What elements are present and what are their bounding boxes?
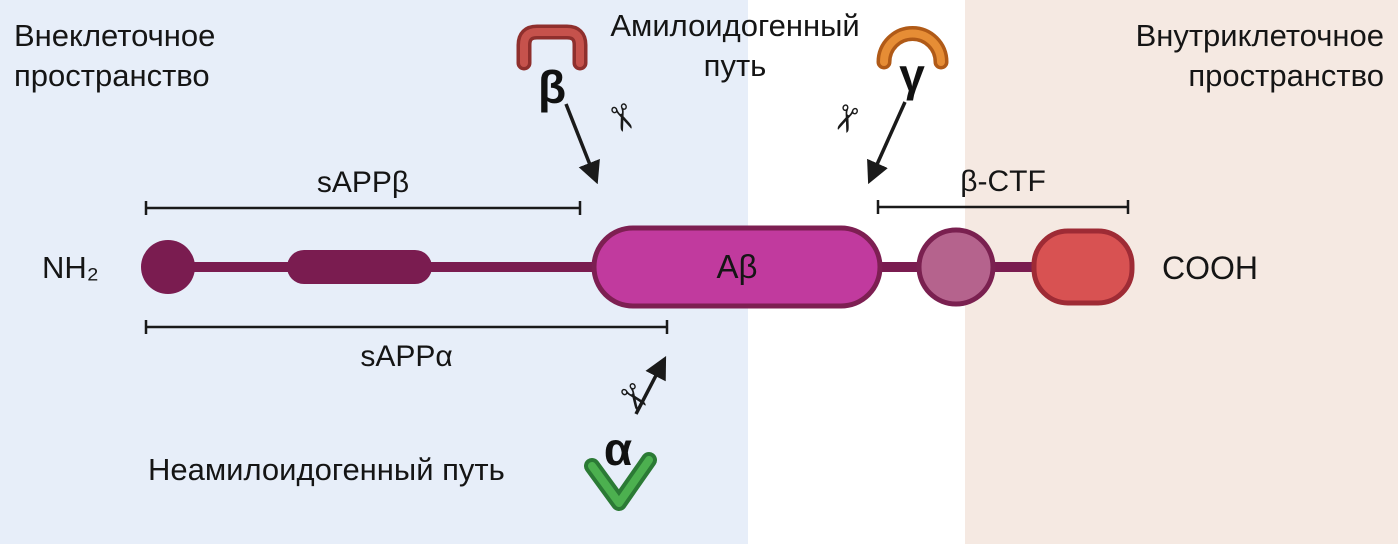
c-terminus-label: COOH: [1162, 250, 1258, 286]
kpi-domain: [287, 250, 432, 284]
sapp-beta-bracket: [144, 201, 582, 215]
sapp-alpha-bracket: [144, 320, 669, 334]
sapp-alpha-label: sAPPα: [360, 340, 453, 373]
beta-secretase-label: β: [537, 61, 567, 113]
abeta-domain: [591, 225, 883, 309]
beta-ctf-label: β-CTF: [960, 165, 1046, 198]
n-terminal-domain: [141, 240, 195, 294]
alpha-cleavage-arrow: [634, 355, 667, 415]
extracellular-label: Внеклеточное пространство: [14, 18, 216, 93]
beta-ctf-bracket: [876, 200, 1130, 214]
gamma-secretase-icon: [876, 26, 949, 70]
non-amyloidogenic-pathway-label: Неамилоидогенный путь: [148, 452, 505, 487]
intracellular-label: Внутриклеточное пространство: [1135, 18, 1384, 93]
amyloidogenic-pathway-label: Амилоидогенный путь: [610, 8, 860, 83]
c-terminal-domain: [1031, 228, 1135, 306]
beta-cleavage-arrow: [564, 103, 600, 185]
alpha-secretase-icon: [584, 452, 657, 511]
abeta-label: Aβ: [716, 248, 758, 285]
sapp-beta-label: sAPPβ: [316, 166, 410, 199]
alpha-secretase-label: α: [603, 423, 633, 475]
gamma-secretase-label: γ: [899, 49, 925, 101]
beta-secretase-icon: [516, 24, 588, 71]
n-terminus-label: NH₂: [42, 250, 99, 285]
ctf-domain: [916, 227, 996, 307]
gamma-cleavage-arrow: [867, 101, 907, 185]
